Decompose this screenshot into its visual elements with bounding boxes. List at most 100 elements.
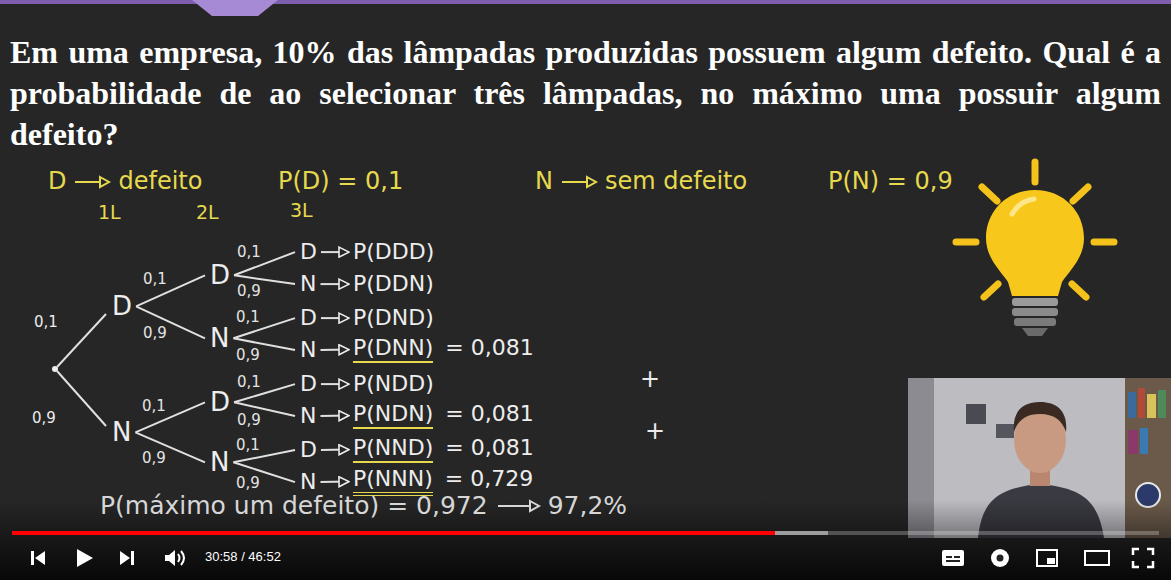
subtitles-icon — [946, 556, 952, 558]
settings-icon — [997, 555, 1004, 562]
branch-probability: 0,9 — [140, 450, 168, 467]
branch-probability: 0,1 — [141, 271, 169, 288]
outcome-arrow — [321, 251, 348, 253]
prev-icon — [31, 551, 34, 565]
subtitles-icon — [942, 550, 964, 566]
node-text: P(DND) — [353, 306, 434, 330]
next-icon — [131, 551, 134, 565]
theater-icon — [1085, 551, 1109, 565]
bulb-ray — [1073, 187, 1088, 201]
book — [1138, 388, 1145, 418]
progress-track — [12, 531, 1159, 535]
tree-node: D — [297, 437, 320, 463]
bulb-base — [1014, 318, 1056, 326]
probability-note: P(N) = 0,9 — [828, 168, 953, 196]
fullscreen-icon — [1133, 549, 1153, 567]
node-value: = 0,081 — [445, 402, 533, 426]
node-text: N — [300, 338, 316, 362]
book — [1140, 428, 1148, 454]
node-text: P(DNN) — [353, 336, 433, 363]
legend-meaning: defeito — [118, 168, 202, 196]
miniplayer-icon — [1037, 550, 1057, 566]
chalk-arrow-head — [100, 177, 109, 187]
branch-probability: 0,9 — [235, 283, 263, 300]
outcome-box: P(NDN)= 0,081 — [350, 401, 537, 430]
chalk-arrow-shaft — [562, 181, 587, 183]
person-hair — [1014, 402, 1066, 432]
bulb-shine — [1012, 199, 1034, 214]
outcome-arrow — [320, 283, 348, 285]
bulb-ray — [982, 187, 997, 201]
outcome-box: P(DDD) — [350, 239, 437, 265]
node-value: = 0,729 — [445, 467, 533, 491]
level-label: 1L — [98, 202, 121, 224]
branch-probability: 0,1 — [140, 398, 168, 415]
node-text: D — [210, 388, 230, 417]
tree-node: N — [297, 469, 319, 495]
chalk-arrow-head — [530, 501, 539, 511]
chalk-arrow-head — [587, 177, 596, 187]
tree-node: D — [297, 239, 320, 265]
bulb-ray — [984, 284, 998, 297]
tree-node: D — [297, 371, 320, 397]
legend-symbol: D — [48, 168, 66, 196]
tree-node: D — [109, 291, 135, 322]
branch-probability: 0,9 — [234, 475, 262, 492]
outcome-box: P(NNN)= 0,729 — [350, 466, 536, 497]
node-text: P(NDD) — [353, 372, 434, 396]
outcome-arrow — [321, 317, 348, 319]
branch-probability: 0,1 — [235, 244, 263, 261]
node-text: D — [112, 292, 132, 321]
outcome-box: P(NDD) — [350, 371, 437, 397]
tree-node: N — [297, 271, 319, 297]
wall-frame — [996, 424, 1014, 438]
next-icon — [120, 551, 130, 565]
level-label: 2L — [196, 202, 219, 224]
tree-node: D — [297, 305, 320, 331]
node-text: P(DDD) — [353, 240, 434, 264]
book — [1128, 430, 1138, 454]
legend-meaning: sem defeito — [605, 168, 747, 196]
node-text: P(NND) — [353, 436, 433, 463]
chalk-arrow — [559, 174, 599, 190]
outcome-box: P(DNN) = 0,081 — [350, 335, 537, 364]
node-text: N — [300, 470, 316, 494]
top-tab — [192, 0, 278, 16]
bulb-base — [1012, 298, 1058, 306]
node-text: N — [300, 404, 316, 428]
tree-node: N — [297, 337, 319, 363]
node-text: D — [300, 306, 317, 330]
bulb-rays — [956, 162, 1114, 297]
bulb-ray — [956, 239, 976, 246]
plus-sign: + — [645, 418, 665, 446]
bulb-ray — [1072, 284, 1086, 297]
legend-row: N sem defeito — [535, 168, 747, 196]
legend-row: D defeito — [48, 168, 202, 196]
node-value: = 0,081 — [445, 336, 533, 360]
plus-sign: + — [640, 366, 660, 394]
branch-probability: 0,9 — [32, 410, 56, 427]
outcome-arrow — [320, 481, 348, 484]
top-strip — [0, 0, 1171, 4]
chalk-arrow-shaft — [498, 505, 530, 507]
tree-node: N — [207, 447, 232, 478]
branch-probability: 0,1 — [235, 374, 263, 391]
node-text: N — [300, 272, 316, 296]
branch-probability: 0,1 — [34, 314, 58, 331]
book — [1158, 390, 1166, 418]
node-text: N — [112, 418, 131, 447]
node-text: N — [210, 324, 229, 353]
bulb-glass — [986, 190, 1084, 296]
progress-played — [12, 531, 775, 535]
branch-probability: 0,9 — [234, 347, 262, 364]
branch-probability: 0,9 — [235, 412, 263, 429]
level-label: 3L — [290, 200, 313, 222]
tree-node: D — [207, 260, 233, 291]
root-branch — [57, 371, 106, 426]
result-text: P(máximo um defeito) = 0,972 — [100, 492, 488, 521]
node-text: D — [300, 438, 317, 462]
prev-icon — [35, 551, 45, 565]
outcome-arrow — [321, 383, 348, 385]
outcome-arrow — [321, 449, 348, 452]
